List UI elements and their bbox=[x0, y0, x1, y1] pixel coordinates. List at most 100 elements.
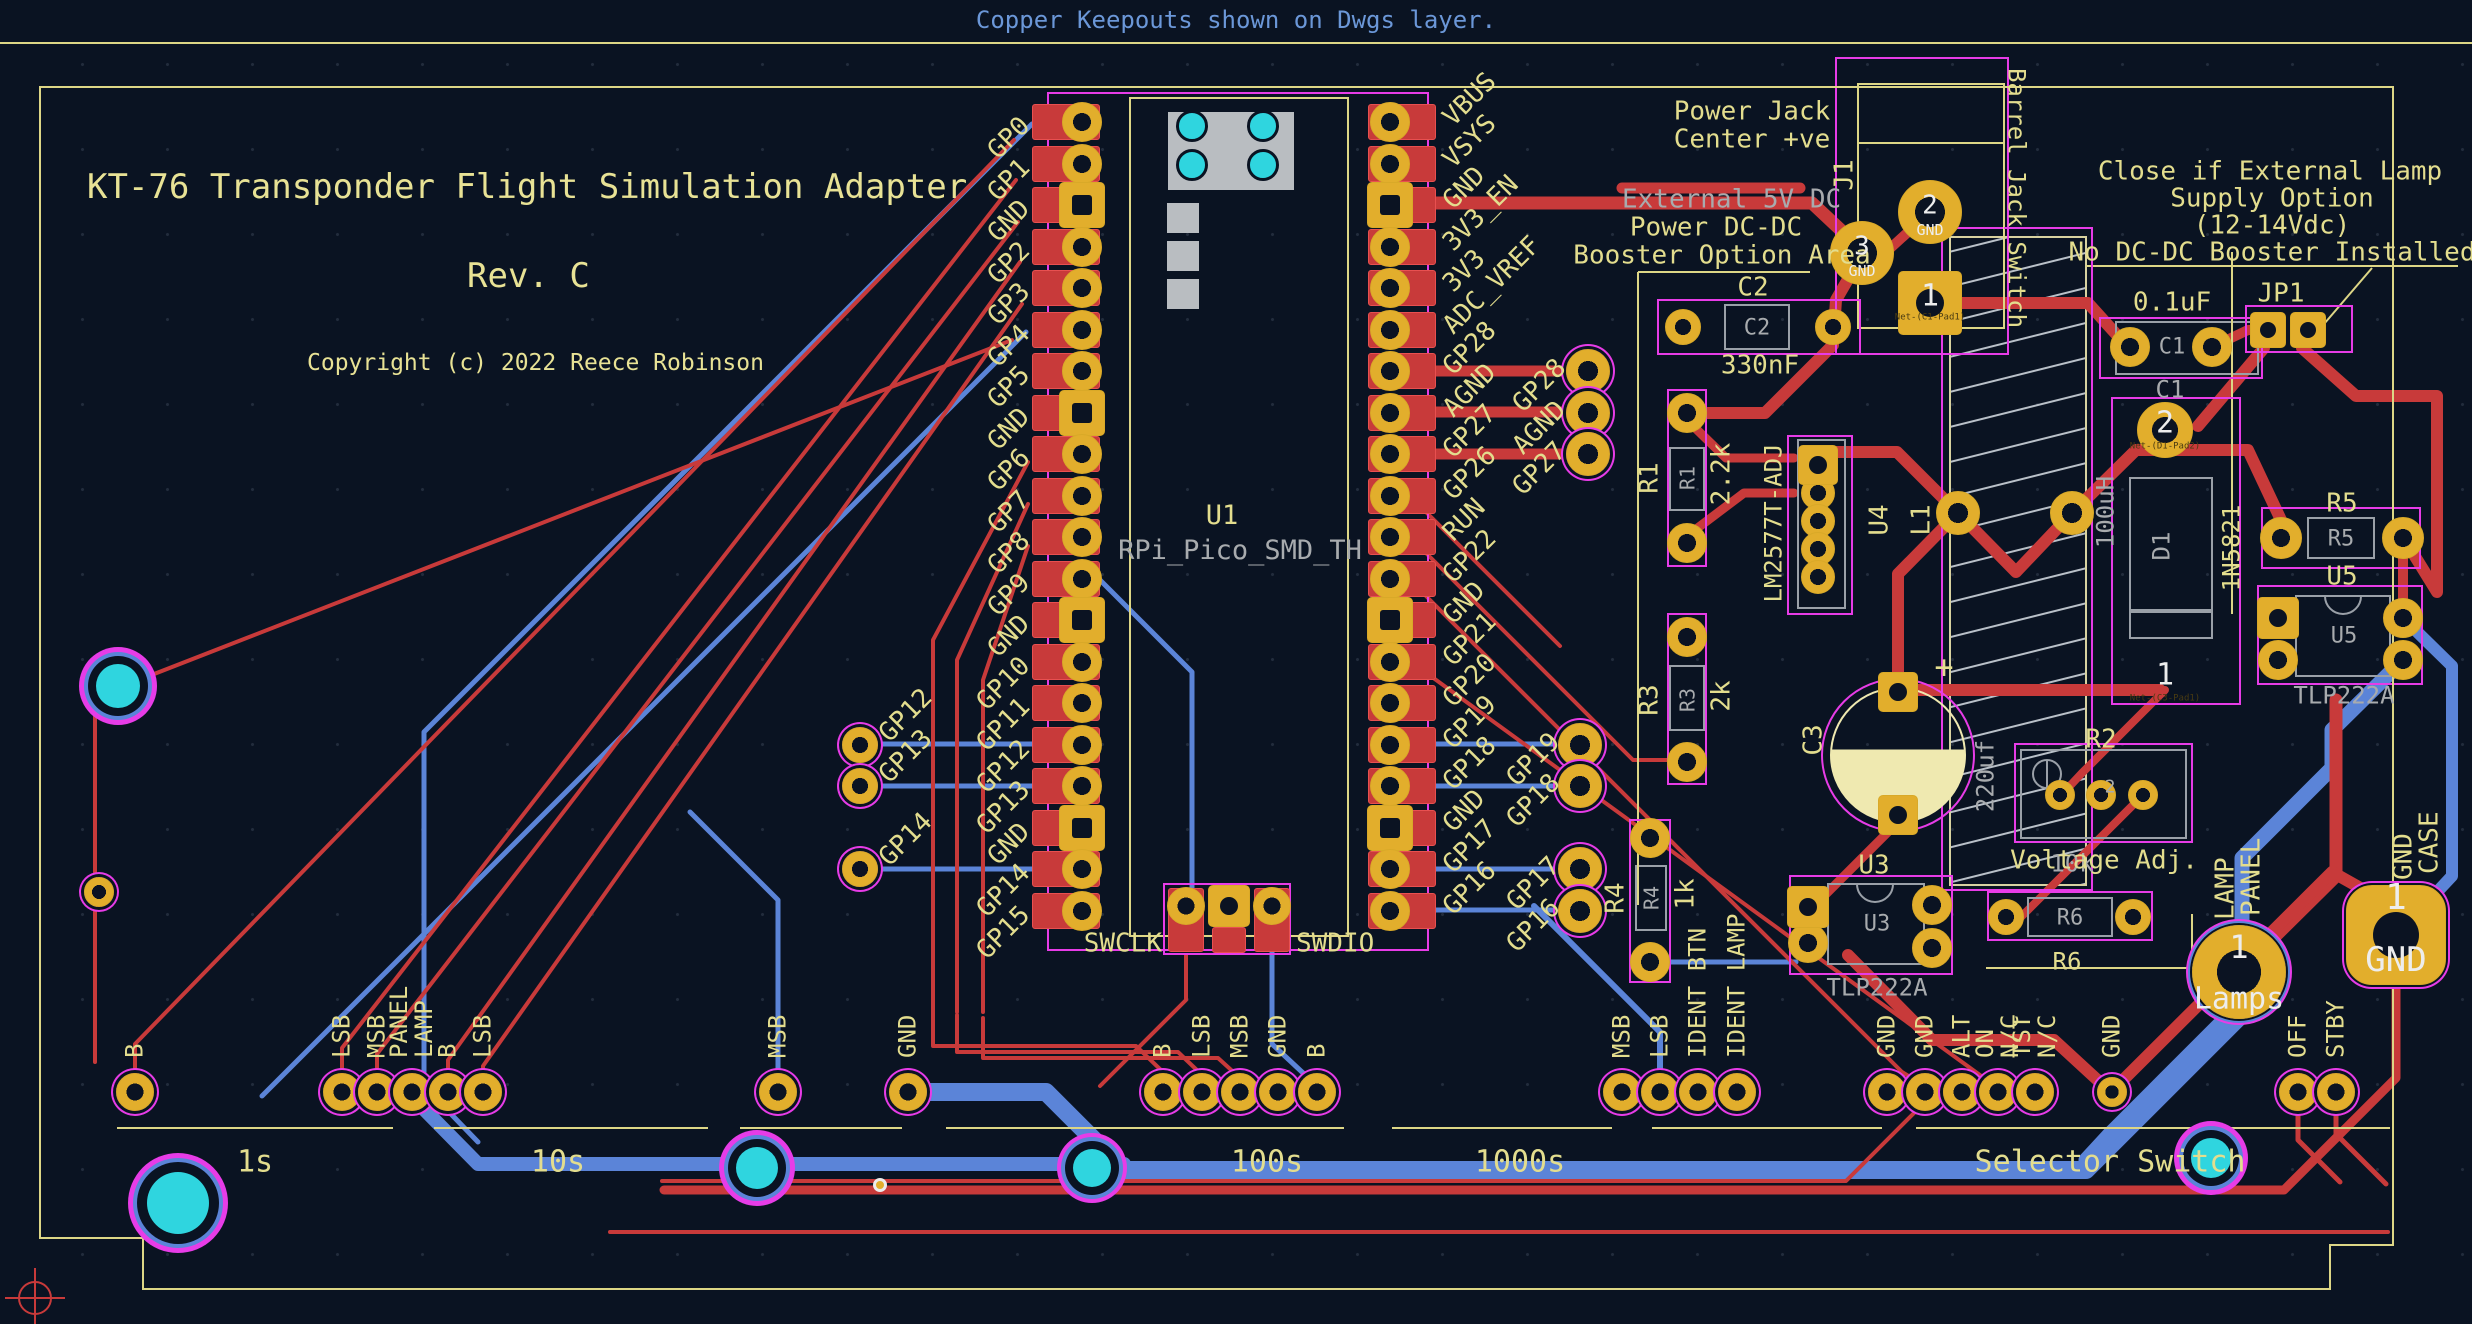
connector-pad-label[interactable]: B bbox=[120, 1043, 149, 1058]
silk-label[interactable]: U5 bbox=[2330, 623, 2358, 649]
silk-label[interactable]: 2.2k bbox=[1706, 442, 1737, 506]
silk-label[interactable]: 2 bbox=[2155, 405, 2175, 441]
silk-label[interactable]: Power Jack bbox=[1673, 96, 1831, 127]
connector-pad-label[interactable]: GND bbox=[1872, 1014, 1901, 1058]
connector-pad[interactable] bbox=[358, 1073, 396, 1111]
usb-testpoint[interactable] bbox=[1176, 149, 1208, 181]
through-hole-pad[interactable] bbox=[1062, 434, 1102, 474]
silk-label[interactable]: 1 bbox=[2385, 877, 2407, 919]
connector-pad[interactable] bbox=[116, 1073, 154, 1111]
silk-label[interactable]: R4 bbox=[1639, 885, 1664, 911]
connector-pad-label[interactable]: MSB bbox=[763, 1014, 792, 1058]
through-hole-pad[interactable] bbox=[1370, 558, 1410, 599]
breakout-pad[interactable] bbox=[842, 851, 878, 887]
through-hole-pad[interactable] bbox=[2137, 402, 2193, 458]
connector-pad-label[interactable]: GND bbox=[893, 1014, 922, 1058]
square-pad[interactable] bbox=[2290, 312, 2326, 348]
silk-label[interactable]: (12-14Vdc) bbox=[2193, 210, 2351, 241]
through-hole-pad[interactable] bbox=[1062, 683, 1102, 723]
square-pad[interactable] bbox=[1059, 804, 1105, 851]
silk-label[interactable]: GND bbox=[2365, 940, 2427, 981]
square-pad[interactable] bbox=[1878, 795, 1918, 835]
breakout-pad[interactable] bbox=[842, 768, 878, 804]
through-hole-pad[interactable] bbox=[2192, 327, 2232, 367]
square-pad[interactable] bbox=[1059, 182, 1105, 228]
pin-label-swdio[interactable]: SWDIO bbox=[1296, 928, 1375, 959]
section-label[interactable]: Selector Switch bbox=[1974, 1144, 2246, 1180]
silk-label[interactable]: No DC-DC Booster Installed bbox=[2068, 237, 2472, 268]
silk-label[interactable]: TLP222A bbox=[2293, 681, 2395, 710]
through-hole-pad[interactable] bbox=[1062, 102, 1102, 142]
breakout-pad[interactable] bbox=[1558, 847, 1602, 891]
connector-pad-label[interactable]: IDENT LAMP bbox=[1722, 913, 1751, 1059]
silk-label[interactable]: GND bbox=[1848, 262, 1876, 281]
mounting-hole[interactable] bbox=[96, 664, 140, 708]
silk-label[interactable]: CASE bbox=[2414, 811, 2445, 874]
silk-label[interactable]: 2k bbox=[1706, 680, 1737, 712]
connector-pad[interactable] bbox=[889, 1073, 927, 1111]
through-hole-pad[interactable] bbox=[1912, 885, 1952, 925]
silk-label[interactable]: Net-(C1-Pad1) bbox=[1894, 312, 1966, 323]
drill-origin-marker[interactable] bbox=[5, 1268, 65, 1324]
connector-pad-label[interactable]: LSB bbox=[468, 1014, 497, 1058]
through-hole-pad[interactable] bbox=[2260, 517, 2302, 559]
through-hole-pad[interactable] bbox=[1370, 351, 1410, 391]
square-pad[interactable] bbox=[1059, 597, 1105, 643]
silk-label[interactable]: J1 bbox=[1829, 159, 1860, 191]
silk-label[interactable]: Lamps bbox=[2193, 981, 2285, 1017]
silk-label[interactable]: GND bbox=[2388, 833, 2419, 880]
connector-pad[interactable] bbox=[759, 1073, 797, 1111]
silk-label[interactable]: U3 bbox=[1858, 850, 1890, 881]
silk-label[interactable]: 1k bbox=[1670, 878, 1701, 910]
breakout-pad[interactable] bbox=[1558, 722, 1602, 767]
through-hole-pad[interactable] bbox=[1167, 887, 1205, 925]
through-hole-pad[interactable] bbox=[1370, 268, 1410, 308]
usb-testpoint[interactable] bbox=[1247, 110, 1279, 142]
silk-label[interactable]: R6 bbox=[2056, 905, 2084, 931]
through-hole-pad[interactable] bbox=[1370, 641, 1410, 682]
square-pad[interactable] bbox=[1898, 271, 1962, 335]
silk-label[interactable]: C2 bbox=[1737, 272, 1769, 303]
silk-label[interactable]: U5 bbox=[2326, 561, 2358, 592]
connector-pad-label[interactable]: TST N/C bbox=[2007, 1014, 2061, 1058]
connector-pad-label[interactable]: STBY bbox=[2321, 1000, 2350, 1058]
silk-label[interactable]: LM2577T-ADJ bbox=[1759, 443, 1788, 603]
square-pad[interactable] bbox=[1367, 804, 1413, 851]
breakout-pad[interactable] bbox=[1558, 764, 1602, 808]
through-hole-pad[interactable] bbox=[1062, 641, 1102, 682]
usb-testpoint[interactable] bbox=[1176, 110, 1208, 142]
case-gnd-pad[interactable] bbox=[2346, 885, 2446, 985]
through-hole-pad[interactable] bbox=[1062, 766, 1102, 806]
connector-pad[interactable] bbox=[1943, 1073, 1981, 1111]
through-hole-pad[interactable] bbox=[1370, 849, 1410, 889]
through-hole-pad[interactable] bbox=[1062, 143, 1102, 184]
through-hole-pad[interactable] bbox=[1370, 724, 1410, 765]
pico-pad[interactable] bbox=[1167, 241, 1199, 271]
square-pad[interactable] bbox=[1367, 182, 1413, 228]
pico-ref[interactable]: U1 bbox=[1205, 499, 1239, 531]
connector-pad-label[interactable]: GND bbox=[1910, 1014, 1939, 1058]
connector-pad-label[interactable]: IDENT BTN bbox=[1683, 927, 1712, 1058]
mounting-hole[interactable] bbox=[736, 1147, 778, 1189]
silk-label[interactable]: 1 bbox=[1920, 278, 1940, 314]
through-hole-pad[interactable] bbox=[1370, 309, 1410, 350]
square-pad[interactable] bbox=[2250, 312, 2286, 348]
silk-label[interactable]: Net-(D1-Pad2) bbox=[2129, 441, 2201, 452]
connector-pad[interactable] bbox=[1183, 1073, 1221, 1111]
through-hole-pad[interactable] bbox=[1788, 923, 1828, 963]
through-hole-pad[interactable] bbox=[1370, 766, 1410, 806]
silk-label[interactable]: L1 bbox=[1906, 504, 1937, 536]
square-pad[interactable] bbox=[1208, 885, 1250, 927]
silk-label[interactable]: C3 bbox=[1798, 724, 1829, 756]
connector-pad[interactable] bbox=[393, 1073, 431, 1111]
silk-label[interactable]: LAMP bbox=[2210, 857, 2241, 920]
silk-label[interactable]: 2 bbox=[2104, 776, 2116, 798]
silk-label[interactable]: + bbox=[1934, 648, 1954, 687]
silk-label[interactable]: GND bbox=[1916, 221, 1944, 240]
connector-pad-label[interactable]: LSB bbox=[1645, 1014, 1674, 1058]
breakout-pad[interactable] bbox=[842, 726, 878, 763]
section-label[interactable]: 10s bbox=[530, 1144, 586, 1180]
through-hole-pad[interactable] bbox=[1062, 724, 1102, 765]
silk-label[interactable]: R6 bbox=[2052, 947, 2082, 976]
breakout-pad[interactable] bbox=[1558, 888, 1602, 933]
